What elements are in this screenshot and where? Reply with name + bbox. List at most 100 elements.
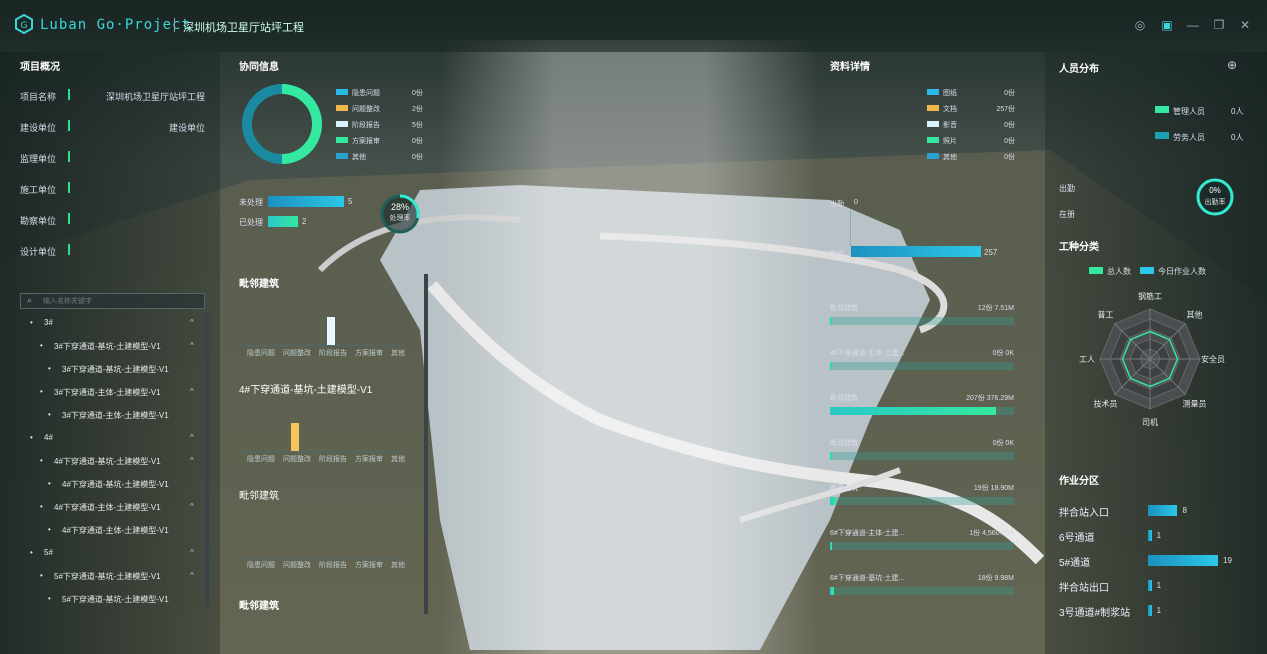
search-box[interactable]: ⌕ bbox=[20, 293, 205, 309]
tree-node[interactable]: 3#下穿通道-主体-土建模型-V1 bbox=[54, 388, 161, 397]
chevron-up-icon[interactable]: ^ bbox=[190, 456, 194, 465]
legend-value: 0份 bbox=[1004, 90, 1015, 97]
eye-icon[interactable]: ◎ bbox=[1134, 18, 1146, 32]
nearby-category-label: 隐患问题 bbox=[247, 562, 275, 569]
overview-row-label: 设计单位 bbox=[20, 247, 57, 257]
restore-icon[interactable]: ❐ bbox=[1213, 18, 1225, 32]
doc-item-label[interactable]: 4#下穿通道-主体-土建... bbox=[830, 350, 905, 357]
zone-bar bbox=[1148, 505, 1178, 516]
legend-value: 2份 bbox=[412, 106, 423, 113]
tree-bullet: • bbox=[48, 364, 51, 373]
doc-item-fill bbox=[830, 452, 832, 460]
nearby-category-label: 隐患问题 bbox=[247, 456, 275, 463]
trades-legend-total: 总人数 bbox=[1107, 267, 1131, 276]
app-header: G Luban Go·Project 深圳机场卫星厅站坪工程 ◎ ▣ — ❐ ✕ bbox=[0, 0, 1267, 52]
chevron-up-icon[interactable]: ^ bbox=[190, 502, 194, 511]
chevron-up-icon[interactable]: ^ bbox=[190, 548, 194, 557]
personnel-title: 人员分布 bbox=[1059, 64, 1099, 75]
legend-label: 图纸 bbox=[943, 90, 957, 97]
done-value: 2 bbox=[302, 217, 307, 226]
close-icon[interactable]: ✕ bbox=[1239, 18, 1251, 32]
legend-value: 0人 bbox=[1231, 107, 1244, 116]
doc-item-fill bbox=[830, 362, 832, 370]
tree-node[interactable]: 4#下穿通道-基坑-土建模型-V1 bbox=[54, 457, 161, 466]
docs-top-label: 出勤 bbox=[830, 201, 844, 208]
doc-item-label[interactable]: 毗邻建筑 bbox=[830, 440, 858, 447]
personnel-out-label: 出勤 bbox=[1059, 184, 1075, 193]
zone-label: 拌合站入口 bbox=[1059, 508, 1109, 519]
doc-item-track bbox=[830, 452, 1014, 460]
nearby-last-title: 毗邻建筑 bbox=[239, 601, 279, 612]
radar-axis bbox=[1114, 358, 1151, 395]
nearby-category-label: 问题整改 bbox=[283, 562, 311, 569]
process-rate-value: 28% bbox=[390, 202, 409, 212]
image-icon[interactable]: ▣ bbox=[1161, 18, 1173, 32]
doc-item-info: 0份 0K bbox=[992, 440, 1014, 447]
middle-scrollbar[interactable] bbox=[424, 274, 428, 614]
chevron-up-icon[interactable]: ^ bbox=[190, 341, 194, 350]
zone-label: 6号通道 bbox=[1059, 533, 1095, 544]
tree-node[interactable]: 3# bbox=[44, 318, 53, 327]
chevron-up-icon[interactable]: ^ bbox=[190, 318, 194, 327]
tree-node[interactable]: 4# bbox=[44, 433, 53, 442]
tree-scrollbar[interactable] bbox=[205, 313, 209, 607]
doc-item-label[interactable]: 毗邻建筑 bbox=[830, 305, 858, 312]
tree-node[interactable]: 4#下穿通道-主体-土建模型-V1 bbox=[54, 503, 161, 512]
attendance-rate-value: 0% bbox=[1209, 186, 1221, 195]
radar-axis bbox=[1114, 323, 1151, 360]
doc-item-label[interactable]: 6#下穿通道-主体-土建... bbox=[830, 530, 905, 537]
doc-item-label[interactable]: 毗邻建筑 bbox=[830, 395, 858, 402]
tree-bullet: • bbox=[40, 341, 43, 350]
tree-node[interactable]: 3#下穿通道-主体-土建模型-V1 bbox=[62, 411, 169, 420]
legend-label: 影音 bbox=[943, 122, 957, 129]
doc-item-track bbox=[830, 317, 1014, 325]
tree-bullet: • bbox=[30, 433, 33, 442]
doc-item-info: 12份 7.51M bbox=[977, 305, 1014, 312]
collab-title: 协同信息 bbox=[239, 62, 279, 73]
tree-bullet: • bbox=[40, 456, 43, 465]
tree-node[interactable]: 5#下穿通道-基坑-土建模型-V1 bbox=[54, 572, 161, 581]
doc-item-label[interactable]: 毗邻建筑 bbox=[830, 485, 858, 492]
tree-bullet: • bbox=[30, 318, 33, 327]
chevron-up-icon[interactable]: ^ bbox=[190, 571, 194, 580]
attendance-rate-label: 出勤率 bbox=[1204, 199, 1226, 206]
legend-value: 0份 bbox=[412, 154, 423, 161]
tree-node[interactable]: 3#下穿通道-基坑-土建模型-V1 bbox=[62, 365, 169, 374]
left-panel: 项目概况 项目名称深圳机场卫星厅站坪工程建设单位建设单位监理单位施工单位勘察单位… bbox=[0, 52, 220, 654]
zone-label: 拌合站出口 bbox=[1059, 583, 1109, 594]
doc-item-fill bbox=[830, 497, 836, 505]
nearby-category-label: 方案报审 bbox=[355, 350, 383, 357]
radar-axis-label: 司机 bbox=[1142, 417, 1158, 427]
attendance-gauge bbox=[1196, 178, 1234, 216]
legend-label: 阶段报告 bbox=[352, 122, 380, 129]
legend-value: 0人 bbox=[1231, 133, 1244, 142]
doc-item-label[interactable]: 6#下穿通道-基坑-土建... bbox=[830, 575, 905, 582]
tree-node[interactable]: 5# bbox=[44, 548, 53, 557]
tree-node[interactable]: 4#下穿通道-基坑-土建模型-V1 bbox=[62, 480, 169, 489]
search-icon: ⌕ bbox=[27, 295, 33, 305]
nearby-category-label: 其他 bbox=[391, 456, 405, 463]
doc-item-info: 19份 18.90M bbox=[973, 485, 1014, 492]
arrow-right-icon[interactable]: ⊕ bbox=[1227, 58, 1238, 72]
nearby-category-label: 其他 bbox=[391, 350, 405, 357]
doc-item-fill bbox=[830, 317, 832, 325]
overview-row-label: 施工单位 bbox=[20, 185, 57, 195]
legend-label: 问题整改 bbox=[352, 106, 380, 113]
chevron-up-icon[interactable]: ^ bbox=[190, 433, 194, 442]
trades-legend-today-swatch bbox=[1140, 267, 1154, 274]
nearby-bar bbox=[327, 317, 335, 345]
pending-label: 未处理 bbox=[239, 198, 263, 207]
tree-node[interactable]: 4#下穿通道-主体-土建模型-V1 bbox=[62, 526, 169, 535]
header-divider bbox=[174, 18, 175, 32]
radar-axis bbox=[1149, 323, 1186, 360]
minimize-icon[interactable]: — bbox=[1187, 18, 1199, 32]
chart-baseline bbox=[239, 345, 405, 346]
tree-node[interactable]: 5#下穿通道-基坑-土建模型-V1 bbox=[62, 595, 169, 604]
legend-value: 0份 bbox=[1004, 138, 1015, 145]
chevron-up-icon[interactable]: ^ bbox=[190, 387, 194, 396]
radar-axis-label: 技术员 bbox=[1093, 399, 1117, 409]
trades-title: 工种分类 bbox=[1059, 242, 1099, 253]
search-input[interactable] bbox=[43, 295, 201, 307]
tree-node[interactable]: 3#下穿通道-基坑-土建模型-V1 bbox=[54, 342, 161, 351]
